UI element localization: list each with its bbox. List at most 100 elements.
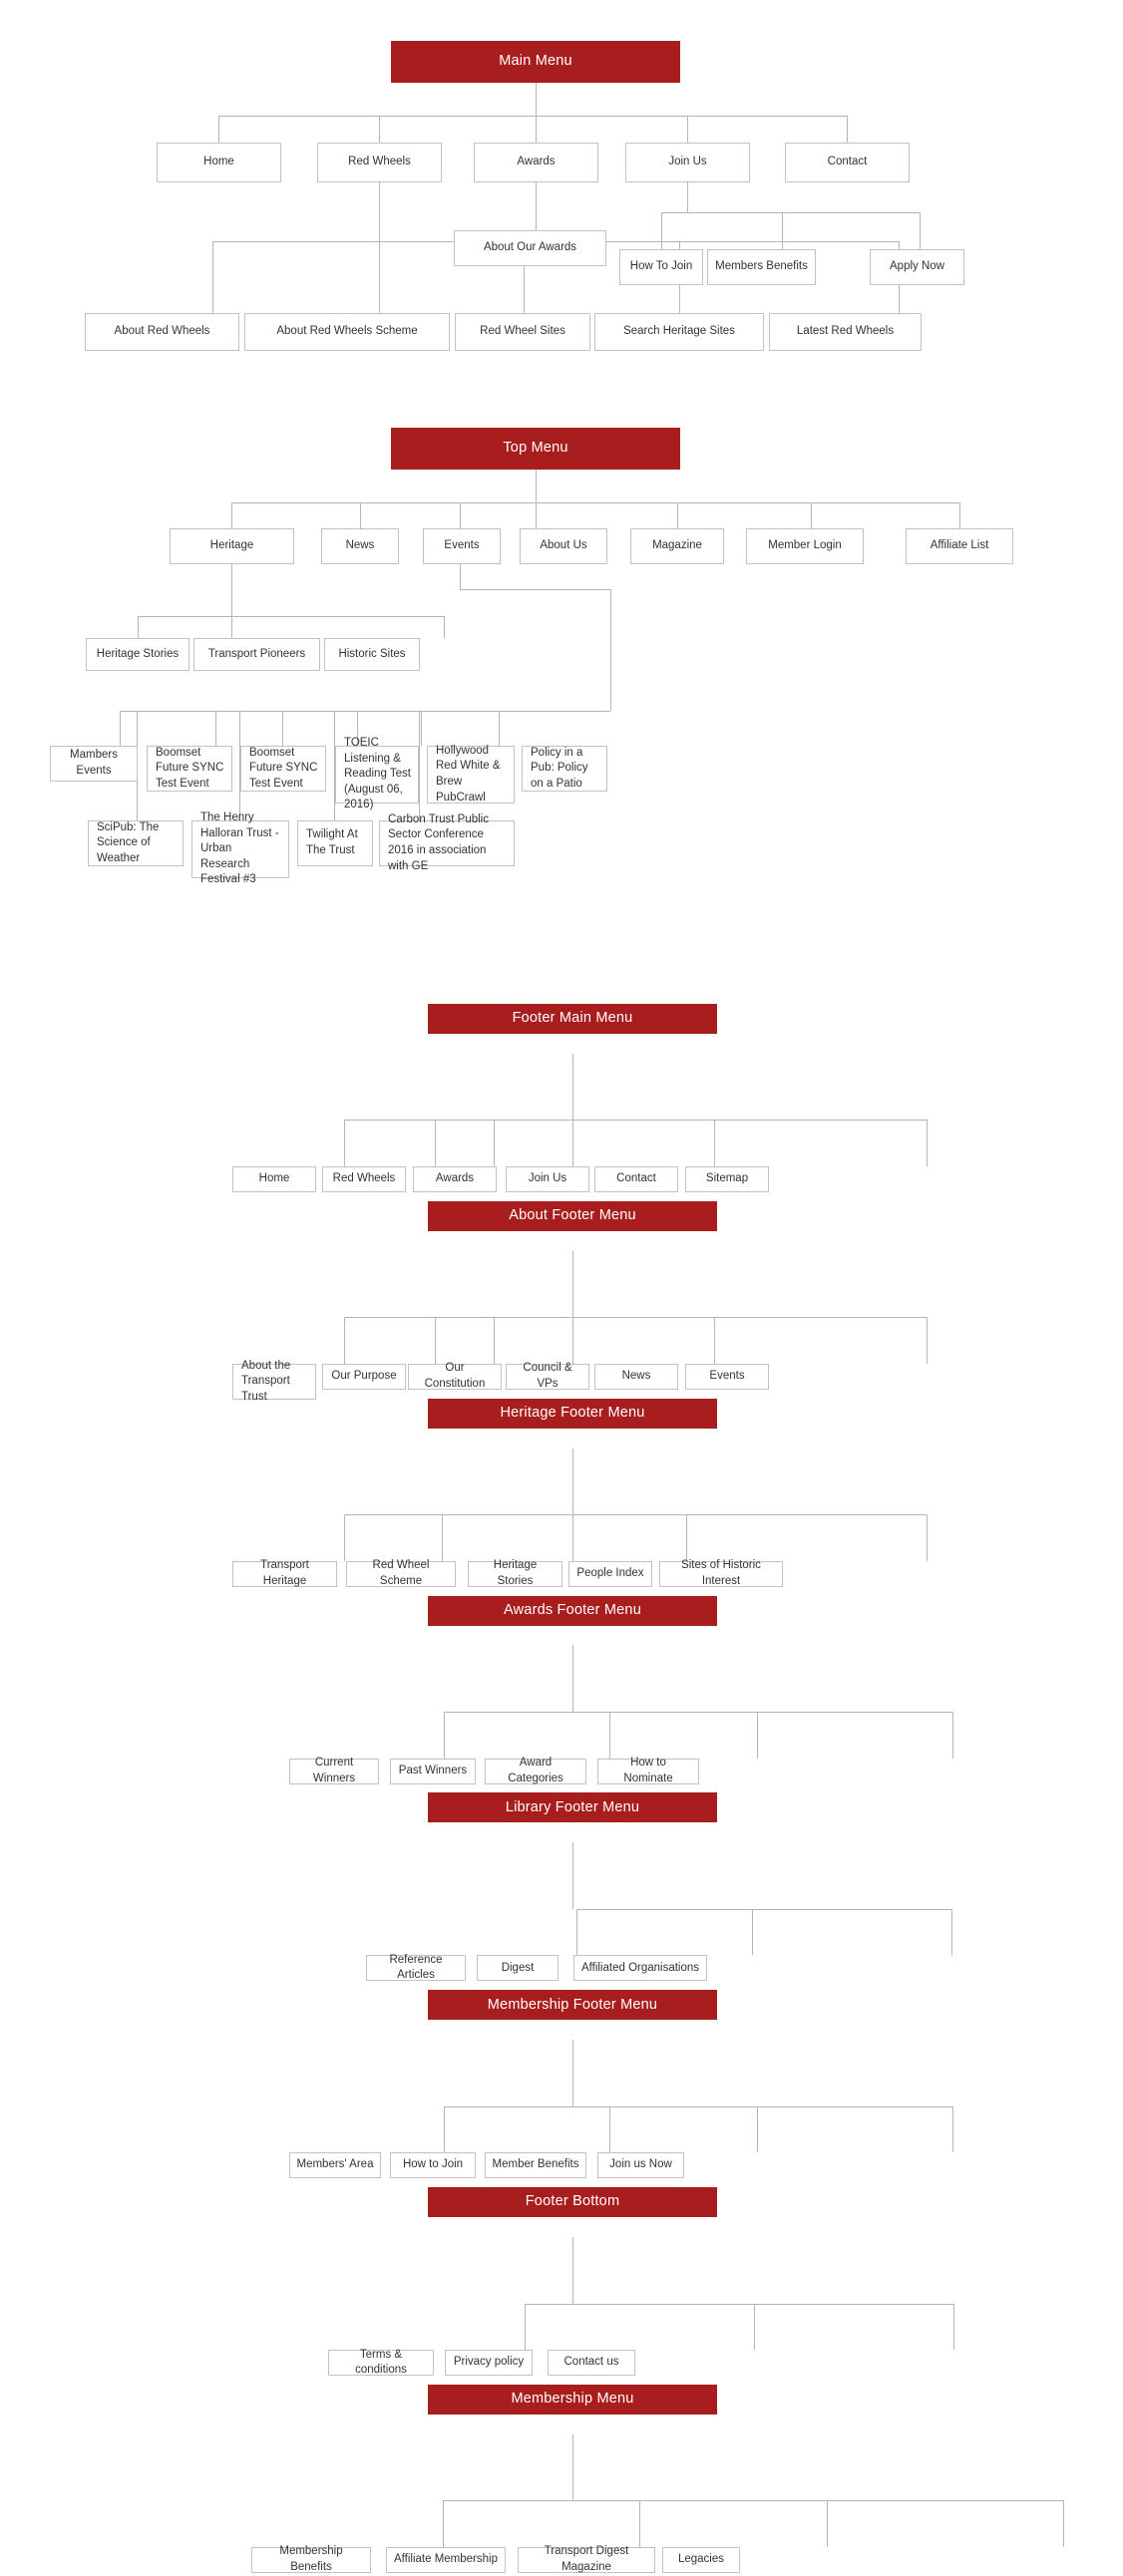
root-about-footer-menu[interactable]: About Footer Menu [428, 1200, 717, 1231]
root-library-footer-menu[interactable]: Library Footer Menu [428, 1792, 717, 1823]
node-members-area[interactable]: Members' Area [289, 2152, 381, 2179]
node-twilight-at-the-trust[interactable]: Twilight At The Trust [297, 820, 373, 866]
node-footer-sitemap[interactable]: Sitemap [685, 1165, 769, 1192]
connector [138, 616, 444, 617]
root-top-menu[interactable]: Top Menu [391, 428, 680, 470]
node-privacy-policy[interactable]: Privacy policy [445, 2350, 533, 2377]
node-events[interactable]: Events [423, 528, 501, 564]
node-join-us-now[interactable]: Join us Now [597, 2152, 684, 2179]
connector [444, 1711, 952, 1713]
node-home[interactable]: Home [157, 143, 281, 182]
node-about-the-transport-trust[interactable]: About the Transport Trust [232, 1360, 316, 1403]
connector [782, 212, 783, 249]
node-transport-heritage[interactable]: Transport Heritage [232, 1559, 337, 1587]
node-how-to-nominate[interactable]: How to Nominate [597, 1757, 699, 1784]
node-red-wheel-sites[interactable]: Red Wheel Sites [455, 313, 590, 351]
node-member-login[interactable]: Member Login [746, 528, 864, 564]
node-transport-pioneers[interactable]: Transport Pioneers [193, 638, 320, 671]
node-about-our-awards[interactable]: About Our Awards [454, 230, 606, 266]
connector [525, 2303, 953, 2305]
node-footer-member-benefits[interactable]: Member Benefits [485, 2152, 586, 2179]
node-terms-and-conditions[interactable]: Terms & conditions [328, 2349, 434, 2377]
node-about-red-wheels-scheme[interactable]: About Red Wheels Scheme [244, 313, 450, 351]
node-affiliated-organisations[interactable]: Affiliated Organisations [573, 1955, 707, 1982]
node-current-winners[interactable]: Current Winners [289, 1757, 379, 1784]
node-footer-heritage-stories[interactable]: Heritage Stories [468, 1559, 562, 1587]
node-mambers-events[interactable]: Mambers Events [50, 746, 138, 782]
connector [344, 1317, 927, 1319]
node-toeic-listening-reading-test[interactable]: TOEIC Listening & Reading Test (August 0… [335, 737, 419, 810]
root-membership-menu[interactable]: Membership Menu [428, 2385, 717, 2415]
node-scipub-science-of-weather[interactable]: SciPub: The Science of Weather [88, 820, 184, 866]
node-carbon-trust-public-sector-conference[interactable]: Carbon Trust Public Sector Conference 20… [379, 813, 515, 872]
connector [572, 1317, 573, 1364]
node-join-us[interactable]: Join Us [625, 143, 750, 182]
node-reference-articles[interactable]: Reference Articles [366, 1954, 466, 1982]
node-legacies[interactable]: Legacies [662, 2546, 740, 2573]
connector [344, 1514, 927, 1516]
node-contact-us[interactable]: Contact us [548, 2350, 635, 2377]
node-heritage[interactable]: Heritage [170, 528, 294, 564]
node-news[interactable]: News [321, 528, 399, 564]
node-footer-red-wheels[interactable]: Red Wheels [322, 1165, 406, 1192]
node-about-us[interactable]: About Us [520, 528, 607, 564]
node-red-wheels[interactable]: Red Wheels [317, 143, 442, 182]
node-footer-how-to-join[interactable]: How to Join [390, 2152, 476, 2179]
root-main-menu[interactable]: Main Menu [391, 41, 680, 83]
root-membership-footer-menu[interactable]: Membership Footer Menu [428, 1990, 717, 2021]
connector [610, 589, 611, 711]
root-heritage-footer-menu[interactable]: Heritage Footer Menu [428, 1398, 717, 1429]
node-members-benefits[interactable]: Members Benefits [707, 249, 816, 285]
node-apply-now[interactable]: Apply Now [870, 249, 964, 285]
node-historic-sites[interactable]: Historic Sites [324, 638, 420, 671]
node-people-index[interactable]: People Index [568, 1560, 652, 1587]
node-latest-red-wheels[interactable]: Latest Red Wheels [769, 313, 922, 351]
connector [959, 502, 960, 528]
connector [460, 589, 610, 590]
node-red-wheel-scheme[interactable]: Red Wheel Scheme [346, 1559, 456, 1587]
node-award-categories[interactable]: Award Categories [485, 1757, 586, 1784]
connector [952, 1711, 953, 1759]
node-our-constitution[interactable]: Our Constitution [408, 1362, 502, 1390]
root-footer-bottom[interactable]: Footer Bottom [428, 2187, 717, 2218]
connector [443, 2500, 1063, 2502]
node-digest[interactable]: Digest [477, 1955, 559, 1982]
node-affiliate-membership[interactable]: Affiliate Membership [386, 2546, 506, 2573]
connector [499, 711, 500, 746]
node-policy-in-a-pub[interactable]: Policy in a Pub: Policy on a Patio [522, 746, 607, 792]
node-search-heritage-sites[interactable]: Search Heritage Sites [594, 313, 764, 351]
connector [639, 2500, 640, 2547]
root-footer-main-menu[interactable]: Footer Main Menu [428, 1004, 717, 1034]
node-awards[interactable]: Awards [474, 143, 598, 182]
connector [239, 711, 240, 820]
node-council-and-vps[interactable]: Council & VPs [506, 1362, 589, 1390]
node-about-footer-events[interactable]: Events [685, 1363, 769, 1390]
node-footer-contact[interactable]: Contact [594, 1165, 678, 1192]
node-magazine[interactable]: Magazine [630, 528, 724, 564]
node-about-red-wheels[interactable]: About Red Wheels [85, 313, 239, 351]
node-heritage-stories[interactable]: Heritage Stories [86, 638, 189, 671]
node-sites-of-historic-interest[interactable]: Sites of Historic Interest [659, 1559, 783, 1587]
connector [927, 1317, 928, 1364]
connector [218, 116, 847, 117]
node-footer-home[interactable]: Home [232, 1165, 316, 1192]
root-awards-footer-menu[interactable]: Awards Footer Menu [428, 1595, 717, 1626]
node-affiliate-list[interactable]: Affiliate List [906, 528, 1013, 564]
node-footer-awards[interactable]: Awards [413, 1165, 497, 1192]
node-transport-digest-magazine[interactable]: Transport Digest Magazine [518, 2545, 655, 2573]
node-hollywood-red-white-brew-pubcrawl[interactable]: Hollywood Red White & Brew PubCrawl [427, 745, 515, 804]
node-how-to-join[interactable]: How To Join [619, 249, 703, 285]
node-membership-benefits[interactable]: Membership Benefits [251, 2545, 371, 2573]
node-contact[interactable]: Contact [785, 143, 910, 182]
node-our-purpose[interactable]: Our Purpose [322, 1363, 406, 1390]
node-boomset-future-sync-test-event-1[interactable]: Boomset Future SYNC Test Event [147, 746, 232, 792]
node-boomset-future-sync-test-event-2[interactable]: Boomset Future SYNC Test Event [240, 746, 326, 792]
connector [231, 502, 232, 528]
connector [687, 182, 688, 212]
connector [460, 564, 461, 589]
node-henry-halloran-trust[interactable]: The Henry Halloran Trust - Urban Researc… [191, 811, 289, 885]
connector [572, 1842, 573, 1909]
node-about-footer-news[interactable]: News [594, 1363, 678, 1390]
node-footer-join-us[interactable]: Join Us [506, 1165, 589, 1192]
node-past-winners[interactable]: Past Winners [390, 1758, 476, 1784]
